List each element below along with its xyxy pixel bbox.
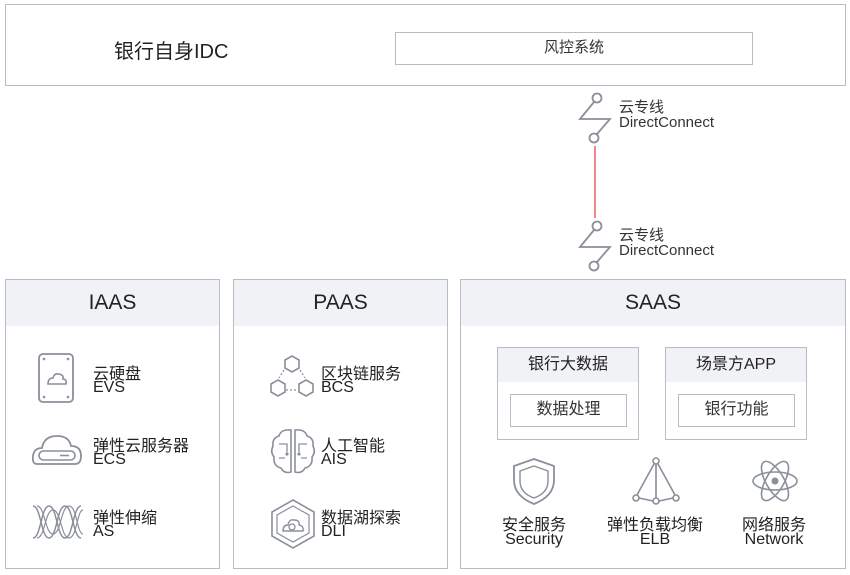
item-label-cn: 弹性伸缩 xyxy=(93,510,158,527)
saas-panel: SAAS 银行大数据 数据处理 场景方APP 银行功能 安全服务 Securit… xyxy=(460,279,846,569)
atom-icon xyxy=(752,460,798,502)
service-label-en: ELB xyxy=(639,531,671,548)
item-label-en: AS xyxy=(93,523,115,540)
paas-item-ais: 人工智能 AIS xyxy=(234,422,444,482)
item-label-cn: 云硬盘 xyxy=(93,366,142,383)
item-label-en: ECS xyxy=(93,451,126,468)
wave-icon xyxy=(32,505,84,539)
service-network: 网络服务 Network xyxy=(719,456,829,556)
direct-connect-bottom: 云专线 DirectConnect xyxy=(577,220,737,272)
shield-icon xyxy=(513,458,555,505)
service-label-cn: 网络服务 xyxy=(741,517,806,534)
scenario-app-title: 场景方APP xyxy=(666,348,806,382)
scenario-app-box: 场景方APP 银行功能 xyxy=(665,347,807,440)
connection-line xyxy=(594,146,596,218)
direct-connect-icon xyxy=(578,92,612,144)
bank-bigdata-title: 银行大数据 xyxy=(498,348,638,382)
blockchain-icon xyxy=(270,355,314,397)
data-lake-icon xyxy=(271,499,315,549)
paas-item-dli: 数据湖探索 DLI xyxy=(234,494,444,554)
iaas-panel: IAAS 云硬盘 EVS 弹性云服务器 ECS 弹性伸缩 AS xyxy=(5,279,220,569)
bank-bigdata-box: 银行大数据 数据处理 xyxy=(497,347,639,440)
connect-top-label-cn: 云专线 xyxy=(619,99,665,116)
paas-title: PAAS xyxy=(234,280,447,326)
item-label-cn: 弹性云服务器 xyxy=(93,438,190,455)
pyramid-icon xyxy=(632,457,680,505)
iaas-item-ecs: 弹性云服务器 ECS xyxy=(6,422,216,482)
item-label-en: AIS xyxy=(321,451,347,468)
service-label-en: Network xyxy=(744,531,804,548)
service-label-cn: 弹性负载均衡 xyxy=(606,517,703,534)
brain-icon xyxy=(270,429,316,474)
item-label-cn: 数据湖探索 xyxy=(321,510,402,527)
direct-connect-icon xyxy=(578,220,612,272)
iaas-title: IAAS xyxy=(6,280,219,326)
paas-panel: PAAS 区块链服务 BCS 人工智能 AIS 数据湖探索 DLI xyxy=(233,279,448,569)
cloud-server-icon xyxy=(31,435,82,465)
risk-system-box: 风控系统 xyxy=(395,32,753,65)
disk-icon xyxy=(38,353,74,403)
paas-item-bcs: 区块链服务 BCS xyxy=(234,350,444,410)
item-label-en: EVS xyxy=(93,379,126,396)
item-label-cn: 区块链服务 xyxy=(321,366,402,383)
saas-title: SAAS xyxy=(461,280,845,326)
item-label-en: BCS xyxy=(321,379,354,396)
service-label-cn: 安全服务 xyxy=(501,517,566,534)
service-label-en: Security xyxy=(505,531,563,548)
service-security: 安全服务 Security xyxy=(479,456,589,556)
bank-function-box: 银行功能 xyxy=(678,394,795,427)
data-processing-box: 数据处理 xyxy=(510,394,627,427)
bank-idc-box: 银行自身IDC 风控系统 xyxy=(5,4,846,86)
direct-connect-top: 云专线 DirectConnect xyxy=(577,92,737,144)
iaas-item-evs: 云硬盘 EVS xyxy=(6,350,216,410)
item-label-en: DLI xyxy=(321,523,346,540)
idc-title: 银行自身IDC xyxy=(114,41,229,63)
item-label-cn: 人工智能 xyxy=(321,438,386,455)
service-elb: 弹性负载均衡 ELB xyxy=(600,456,710,556)
connect-top-label-en: DirectConnect xyxy=(619,114,715,131)
connect-bottom-label-cn: 云专线 xyxy=(619,227,665,244)
connect-bottom-label-en: DirectConnect xyxy=(619,242,715,259)
iaas-item-as: 弹性伸缩 AS xyxy=(6,494,216,554)
